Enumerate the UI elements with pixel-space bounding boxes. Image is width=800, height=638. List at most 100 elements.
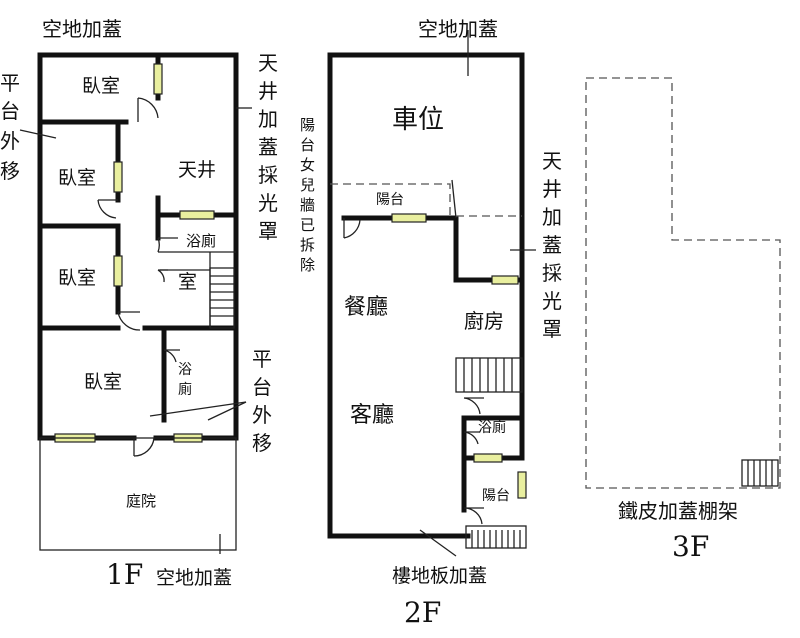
2f-door [463,431,480,445]
2f-living: 客廳 [350,403,394,428]
1f-right-platform-char: 移 [252,431,272,455]
2f-skylight-char: 罩 [542,317,562,341]
1f-floor-label: 1F [106,558,143,591]
1f-bath-upper: 浴廁 [186,232,216,250]
2f-skylight-char: 光 [542,289,562,313]
1f-skylight-char: 井 [258,79,278,103]
1f-window [179,210,215,220]
2f-stairs [455,357,523,393]
2f-floor-label: 2F [404,596,441,629]
floor-3-plan [585,77,781,489]
2f-top-label: 空地加蓋 [418,17,498,41]
1f-door [97,199,118,219]
2f-skylight-label: 天 井 加 蓋 採 光 罩 [542,149,562,341]
2f-balcony-outline [330,183,451,218]
1f-door [157,269,168,283]
1f-bedroom-2: 臥室 [58,167,96,189]
2f-bottom-leader [419,529,457,557]
1f-skylight-char: 罩 [258,219,278,243]
2f-balcony-note-char: 拆 [300,236,315,254]
1f-right-platform-char: 外 [252,403,272,427]
3f-stair-treads [747,460,773,486]
1f-left-platform-char: 移 [0,159,20,183]
1f-bath-lower-char: 浴 [178,362,192,378]
1f-skylight-char: 光 [258,191,278,215]
1f-skylight-char: 採 [258,163,278,187]
3f-roof-label: 鐵皮加蓋棚架 [618,499,738,523]
2f-skylight-char: 蓋 [542,233,562,257]
1f-atrium: 天井 [178,159,216,181]
1f-bottom-label: 空地加蓋 [156,567,232,589]
2f-balcony-note-char: 陽 [300,116,315,134]
1f-window [153,63,163,95]
1f-skylight-label: 天 井 加 蓋 採 光 罩 [258,51,278,243]
1f-bedroom-1: 臥室 [82,75,120,97]
2f-outer-wall-top-right [327,52,525,461]
2f-balcony-edge [451,179,457,219]
2f-dining: 餐廳 [344,295,388,320]
2f-wall [453,215,525,283]
2f-balcony-note-char: 女 [300,156,315,174]
2f-balcony-note-char: 除 [300,256,315,274]
1f-platform-leader [207,401,247,421]
1f-yard: 庭院 [126,492,156,510]
2f-bath: 浴廁 [478,419,506,436]
floor-2-plan [327,30,536,557]
2f-window [491,275,519,285]
1f-skylight-char: 天 [258,51,278,75]
1f-door [157,237,178,253]
2f-bottom-label: 樓地板加蓋 [392,565,487,587]
1f-right-platform-char: 平 [252,347,272,371]
1f-outer-wall-top-right [37,52,239,441]
2f-balcony-note-char: 已 [300,216,315,234]
1f-stair-treads [210,275,234,317]
1f-skylight-char: 加 [258,107,278,131]
1f-yard-area [39,437,237,551]
1f-top-label: 空地加蓋 [42,17,122,41]
2f-balcony-lower: 陽台 [482,488,510,504]
2f-window [517,471,527,499]
1f-left-platform-char: 外 [0,129,20,153]
1f-left-platform-label: 平 台 外 移 [0,71,20,183]
2f-outer-wall-left-bottom [327,52,471,539]
1f-window [113,161,123,193]
2f-balcony-note-char: 台 [300,136,315,154]
3f-floor-label: 3F [672,530,709,563]
1f-bedroom-4: 臥室 [84,371,122,393]
1f-right-platform-char: 台 [252,375,272,399]
2f-window [473,453,503,463]
2f-kitchen: 廚房 [464,309,504,333]
1f-window [113,255,123,287]
1f-door [137,97,159,122]
1f-door [133,437,155,457]
2f-balcony-upper: 陽台 [376,192,404,208]
2f-skylight-char: 井 [542,177,562,201]
1f-bedroom-3: 臥室 [58,267,96,289]
3f-roof-outline [585,77,781,489]
2f-door [343,218,361,239]
2f-skylight-char: 採 [542,261,562,285]
1f-door [163,349,180,363]
1f-platform-leader [19,129,57,139]
1f-platform-leader [149,401,247,417]
2f-stair-treads [463,358,513,392]
1f-door [117,311,141,331]
2f-door [463,397,484,415]
2f-balcony-note-char: 兒 [300,176,315,194]
2f-window [391,213,427,223]
1f-right-platform-label: 平 台 外 移 [252,347,272,455]
2f-skylight-char: 加 [542,205,562,229]
floor-1-plan [19,52,252,554]
1f-bath-lower-char: 廁 [178,381,192,398]
1f-left-platform-char: 台 [0,99,20,123]
2f-door [463,507,484,525]
2f-parking: 車位 [392,105,444,135]
1f-small-room: 室 [178,271,197,293]
2f-balcony-note-char: 牆 [300,196,315,214]
1f-skylight-char: 蓋 [258,135,278,159]
2f-skylight-char: 天 [542,149,562,173]
1f-stairs [209,267,235,329]
2f-grate-bars [471,530,521,548]
2f-balcony-note: 陽 台 女 兒 牆 已 拆 除 [300,116,315,274]
